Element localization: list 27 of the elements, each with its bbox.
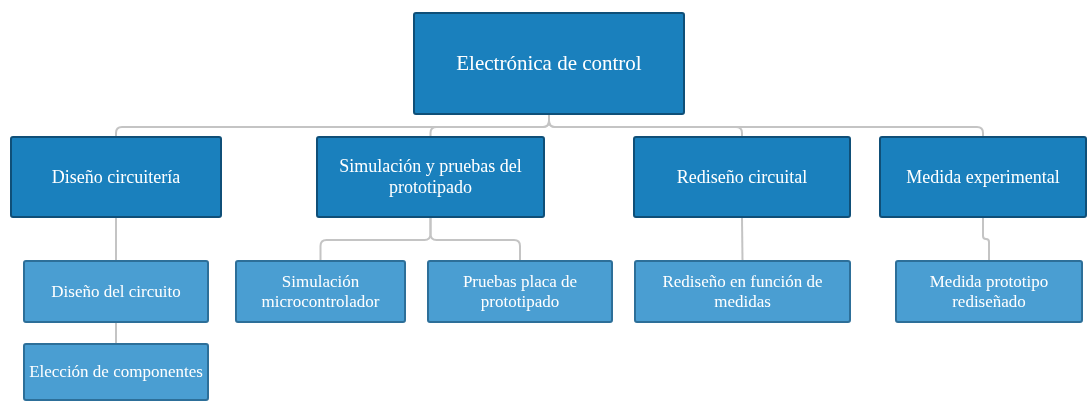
topic-text: Rediseño en función de medidas — [661, 271, 824, 312]
topic-box — [413, 12, 685, 115]
topic-text: Elección de componentes — [29, 362, 203, 382]
topic-text: Electrónica de control — [456, 51, 642, 76]
topic-text: Simulación microcontrolador — [260, 271, 381, 312]
topic-box — [895, 260, 1083, 323]
topic-box — [316, 136, 545, 218]
connector-line — [741, 217, 744, 261]
topic-box — [634, 260, 851, 323]
topic-box — [23, 260, 209, 323]
topic-box — [23, 343, 209, 401]
topic-text: Rediseño circuital — [676, 166, 808, 188]
topic-text: Medida prototipo rediseñado — [928, 271, 1050, 312]
topic-text: Medida experimental — [906, 166, 1060, 188]
topic-text: Pruebas placa de prototipado — [461, 271, 579, 312]
connector-line — [429, 217, 521, 261]
connector-line — [115, 322, 117, 344]
topic-box — [879, 136, 1087, 218]
topic-box — [235, 260, 406, 323]
topic-box — [633, 136, 851, 218]
connector-line — [115, 217, 117, 261]
topic-text: Diseño circuitería — [51, 166, 181, 188]
topic-text: Simulación y pruebas del prototipado — [338, 156, 523, 198]
connector-line — [982, 217, 990, 261]
topic-text: Diseño del circuito — [51, 281, 181, 302]
topic-box — [10, 136, 222, 218]
topic-box — [427, 260, 613, 323]
